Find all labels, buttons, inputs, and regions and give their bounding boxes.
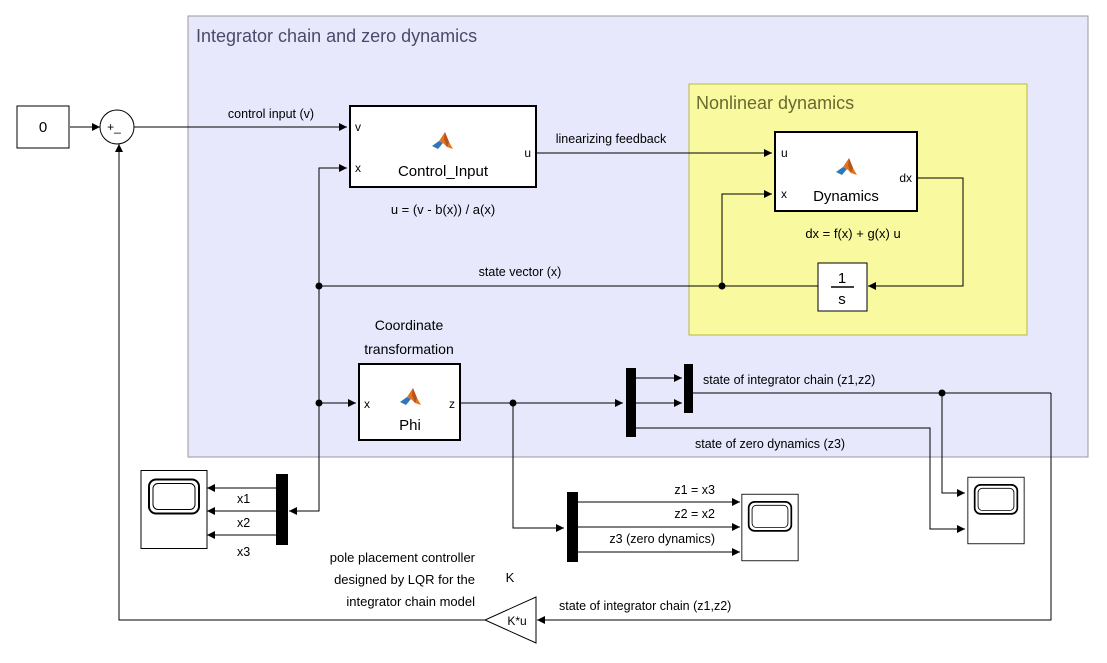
constant-value: 0 bbox=[39, 119, 47, 136]
sum-block[interactable]: +_ bbox=[99, 109, 135, 145]
dynamics-port-dx: dx bbox=[899, 171, 912, 185]
integrator-block[interactable]: 1 s bbox=[817, 262, 868, 312]
signal-label-integrator-chain-state: state of integrator chain (z1,z2) bbox=[703, 373, 875, 387]
integrator-numerator: 1 bbox=[838, 270, 846, 287]
demux-z-scope-bar[interactable] bbox=[567, 492, 578, 562]
mux-chain-bar[interactable] bbox=[684, 364, 693, 413]
line-z-to-demux2 bbox=[512, 403, 564, 532]
scope-icon[interactable] bbox=[741, 493, 799, 562]
sum-signs: +_ bbox=[107, 120, 121, 134]
dynamics-equation: dx = f(x) + g(x) u bbox=[805, 226, 900, 241]
signal-label-x3: x3 bbox=[237, 545, 250, 559]
signal-labels: control input (v) linearizing feedback s… bbox=[228, 107, 875, 613]
phi-caption-line1: Coordinate bbox=[375, 317, 444, 333]
branch-points bbox=[315, 282, 946, 407]
branch-point bbox=[315, 282, 323, 290]
gain-note-line1: pole placement controller bbox=[330, 550, 476, 565]
control-input-block[interactable]: Control_Input v x u u = (v - b(x)) / a(x… bbox=[349, 105, 537, 217]
demux-z-bar[interactable] bbox=[626, 368, 636, 437]
scope-icon[interactable] bbox=[140, 469, 208, 550]
line-feedback-to-sum bbox=[115, 144, 485, 621]
signal-label-state-vector: state vector (x) bbox=[479, 265, 562, 279]
control-input-equation: u = (v - b(x)) / a(x) bbox=[391, 202, 495, 217]
line-chain-to-gain bbox=[537, 393, 1052, 624]
constant-block[interactable]: 0 bbox=[16, 105, 70, 149]
line-zero-dynamics-state bbox=[636, 427, 965, 533]
demux-x-bar[interactable] bbox=[276, 474, 288, 545]
signal-label-z2: z2 = x2 bbox=[674, 507, 715, 521]
gain-block[interactable]: K*u K pole placement controller designed… bbox=[330, 550, 537, 644]
signal-lines bbox=[70, 123, 1052, 624]
line-x-to-control bbox=[318, 164, 347, 286]
control-input-title: Control_Input bbox=[398, 163, 489, 180]
control-input-port-x: x bbox=[355, 161, 361, 175]
dynamics-block[interactable]: Dynamics u x dx dx = f(x) + g(x) u bbox=[774, 131, 918, 241]
control-input-port-v: v bbox=[355, 120, 361, 134]
line-x-to-dynamics bbox=[721, 190, 772, 286]
branch-point bbox=[315, 399, 323, 407]
integrator-chain-area-title: Integrator chain and zero dynamics bbox=[196, 26, 477, 46]
gain-note-line3: integrator chain model bbox=[346, 594, 475, 609]
signal-label-z3: z3 (zero dynamics) bbox=[609, 532, 715, 546]
signal-label-gain-input: state of integrator chain (z1,z2) bbox=[559, 599, 731, 613]
phi-port-z: z bbox=[449, 397, 455, 411]
phi-title: Phi bbox=[399, 417, 421, 434]
dynamics-title: Dynamics bbox=[813, 188, 879, 205]
signal-label-zero-dynamics-state: state of zero dynamics (z3) bbox=[695, 437, 845, 451]
branch-point bbox=[938, 389, 946, 397]
dynamics-port-u: u bbox=[781, 146, 788, 160]
phi-port-x: x bbox=[364, 397, 370, 411]
branch-point bbox=[718, 282, 726, 290]
signal-label-control-input: control input (v) bbox=[228, 107, 314, 121]
phi-block[interactable]: Coordinate transformation Phi x z bbox=[358, 317, 461, 441]
control-input-port-u: u bbox=[524, 146, 531, 160]
gain-value: K*u bbox=[507, 614, 526, 628]
line-chain-to-scope bbox=[941, 393, 965, 497]
dynamics-port-x: x bbox=[781, 187, 787, 201]
gain-note-line2: designed by LQR for the bbox=[334, 572, 475, 587]
phi-caption-line2: transformation bbox=[364, 341, 453, 357]
integrator-denominator: s bbox=[838, 291, 846, 308]
gain-name: K bbox=[506, 570, 515, 585]
line-dx-to-integrator bbox=[868, 177, 964, 290]
signal-label-linearizing-feedback: linearizing feedback bbox=[556, 132, 667, 146]
signal-label-z1: z1 = x3 bbox=[674, 483, 715, 497]
line-x-to-demux bbox=[289, 403, 320, 515]
nonlinear-dynamics-area-title: Nonlinear dynamics bbox=[696, 93, 854, 113]
signal-label-x2: x2 bbox=[237, 516, 250, 530]
signal-label-x1: x1 bbox=[237, 492, 250, 506]
scope-icon[interactable] bbox=[967, 476, 1025, 545]
bus-bars bbox=[276, 364, 693, 562]
branch-point bbox=[509, 399, 517, 407]
